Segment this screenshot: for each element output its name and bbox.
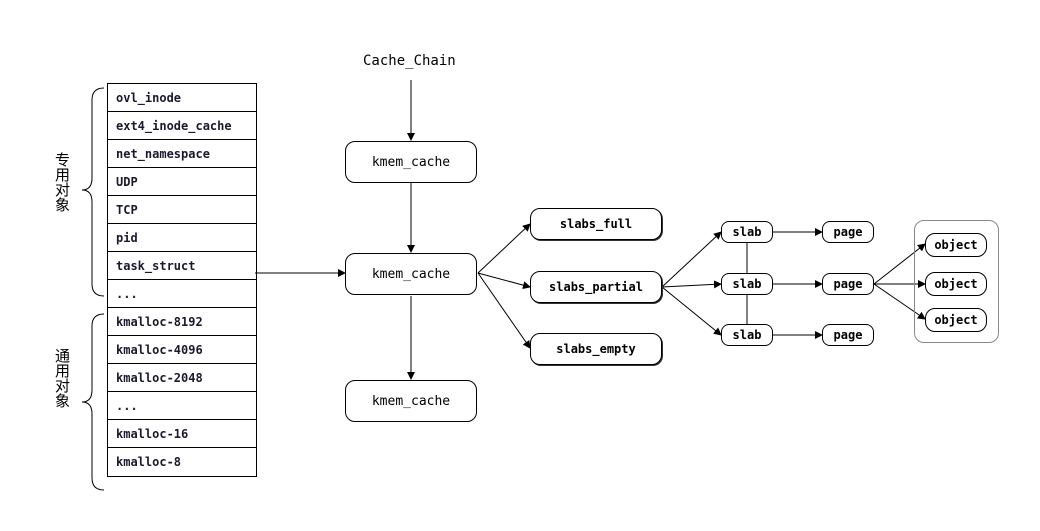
label-dedicated-objects: 专用对象 (53, 152, 71, 212)
slab-node: slab (721, 324, 773, 346)
cache-row: kmalloc-8 (116, 455, 182, 469)
cache-row: ext4_inode_cache (108, 112, 256, 140)
slabs-partial-node: slabs_partial (530, 271, 662, 303)
cache-row: kmalloc-4096 (108, 336, 256, 364)
page-node: page (822, 273, 874, 295)
cache-row: task_struct (108, 252, 256, 280)
arrow-to-slabs-full (477, 223, 531, 274)
cache-row: kmalloc-16 (108, 420, 256, 448)
arrow-partial-to-slab1 (661, 231, 722, 288)
slabs-empty-node: slabs_empty (530, 333, 662, 365)
cache-chain-title: Cache_Chain (363, 53, 456, 69)
arrow-partial-to-slab3 (661, 286, 722, 336)
cache-row: kmalloc-2048 (108, 364, 256, 392)
cache-list-table: ovl_inode ext4_inode_cache net_namespace… (107, 83, 257, 477)
cache-row: UDP (108, 168, 256, 196)
cache-row: kmalloc-8192 (108, 308, 256, 336)
cache-row: ovl_inode (108, 84, 256, 112)
cache-row: TCP (108, 196, 256, 224)
kmem-cache-node: kmem_cache (345, 380, 477, 422)
cache-row: net_namespace (108, 140, 256, 168)
arrow-to-slabs-partial (477, 272, 531, 290)
brace-dedicated (81, 87, 105, 297)
label-general-objects: 通用对象 (53, 348, 71, 408)
object-group (914, 220, 999, 343)
arrow-page-to-object3 (873, 283, 926, 320)
slab-node: slab (721, 221, 773, 243)
page-node: page (822, 221, 874, 243)
arrow-partial-to-slab2 (661, 280, 722, 289)
object-node: object (925, 272, 987, 296)
slabs-full-node: slabs_full (530, 208, 662, 240)
object-node: object (925, 308, 987, 332)
arrow-to-slabs-empty (477, 272, 531, 349)
page-node: page (822, 324, 874, 346)
slab-node: slab (721, 273, 773, 295)
kmem-cache-node: kmem_cache (345, 253, 477, 295)
arrow-page-to-object1 (873, 243, 926, 285)
cache-row: ... (108, 280, 256, 308)
object-node: object (925, 233, 987, 257)
kmem-cache-node: kmem_cache (345, 141, 477, 183)
cache-row: ... (108, 392, 256, 420)
cache-row: pid (108, 224, 256, 252)
brace-general (81, 313, 105, 491)
